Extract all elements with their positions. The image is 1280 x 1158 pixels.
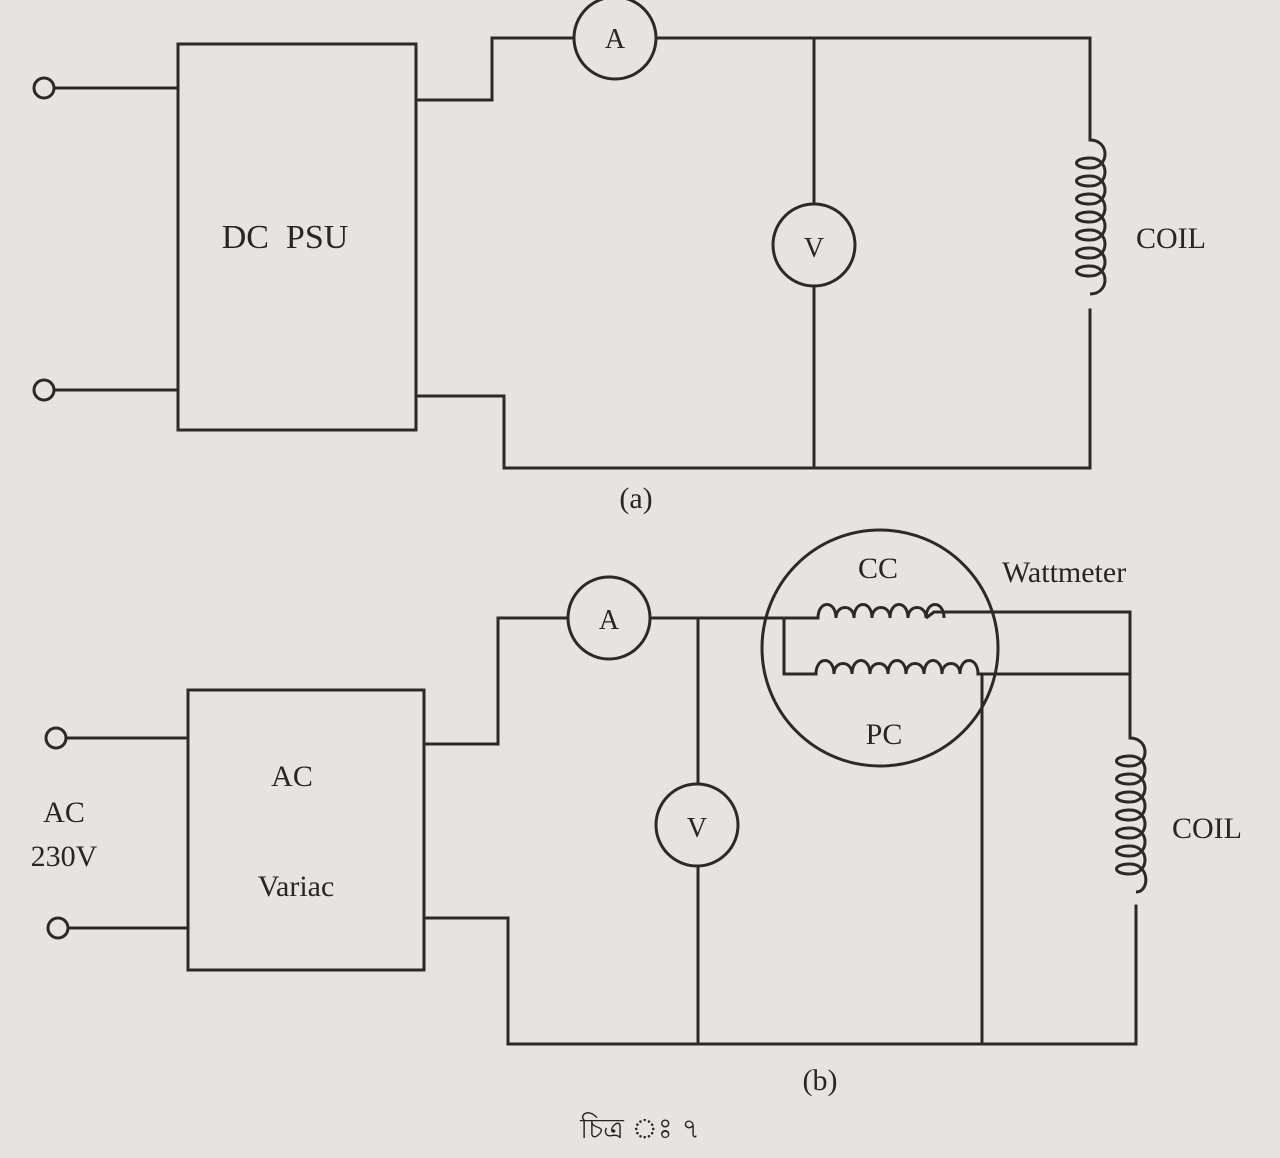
- voltmeter-b: [654, 782, 740, 868]
- voltmeter-a-label: V: [804, 233, 824, 264]
- ammeter-a: [572, 0, 658, 81]
- caption-a: (a): [619, 482, 652, 515]
- coil-b-inductor: [1115, 736, 1148, 894]
- wattmeter-body: [760, 528, 1000, 768]
- figure-a: DC PSU A V COIL (a): [32, 0, 1206, 515]
- supply-terminal-bottom: [46, 916, 70, 940]
- ammeter-b: [566, 575, 652, 661]
- input-terminal-bottom: [32, 378, 56, 402]
- voltmeter-b-label: V: [687, 813, 707, 844]
- supply-label-line1: AC: [43, 796, 85, 829]
- input-terminal-top: [32, 76, 56, 100]
- variac-label-line1: AC: [271, 760, 313, 793]
- ac-variac-box: [186, 688, 426, 972]
- pressure-coil-label: PC: [866, 718, 903, 751]
- coil-a-inductor: [1075, 138, 1107, 296]
- supply-terminal-top: [44, 726, 68, 750]
- dc-psu-box: [176, 42, 418, 432]
- coil-a-label: COIL: [1136, 222, 1206, 255]
- voltmeter-a: [771, 202, 857, 288]
- current-coil-label: CC: [858, 552, 898, 585]
- wattmeter-label: Wattmeter: [1002, 556, 1126, 589]
- current-coil: [816, 603, 1130, 620]
- bottom-wire-b: [422, 916, 1138, 1046]
- pc-link: [782, 616, 818, 676]
- bottom-wire: [414, 394, 1092, 470]
- dc-psu-label: DC PSU: [222, 219, 349, 256]
- ammeter-a-label: A: [605, 24, 626, 55]
- caption-b: (b): [803, 1064, 838, 1097]
- variac-label-line2: Variac: [258, 870, 335, 903]
- top-wire-left: [414, 36, 576, 102]
- supply-label-line2: 230V: [31, 840, 98, 873]
- figure-b: AC 230V AC Variac A V CC PC Wattmeter: [31, 528, 1242, 1097]
- top-wire-b-left: [422, 616, 570, 746]
- pressure-coil: [814, 659, 980, 675]
- figure-caption: চিত্র ঃ ৭: [579, 1112, 700, 1145]
- coil-b-label: COIL: [1172, 812, 1242, 845]
- ammeter-b-label: A: [599, 605, 620, 636]
